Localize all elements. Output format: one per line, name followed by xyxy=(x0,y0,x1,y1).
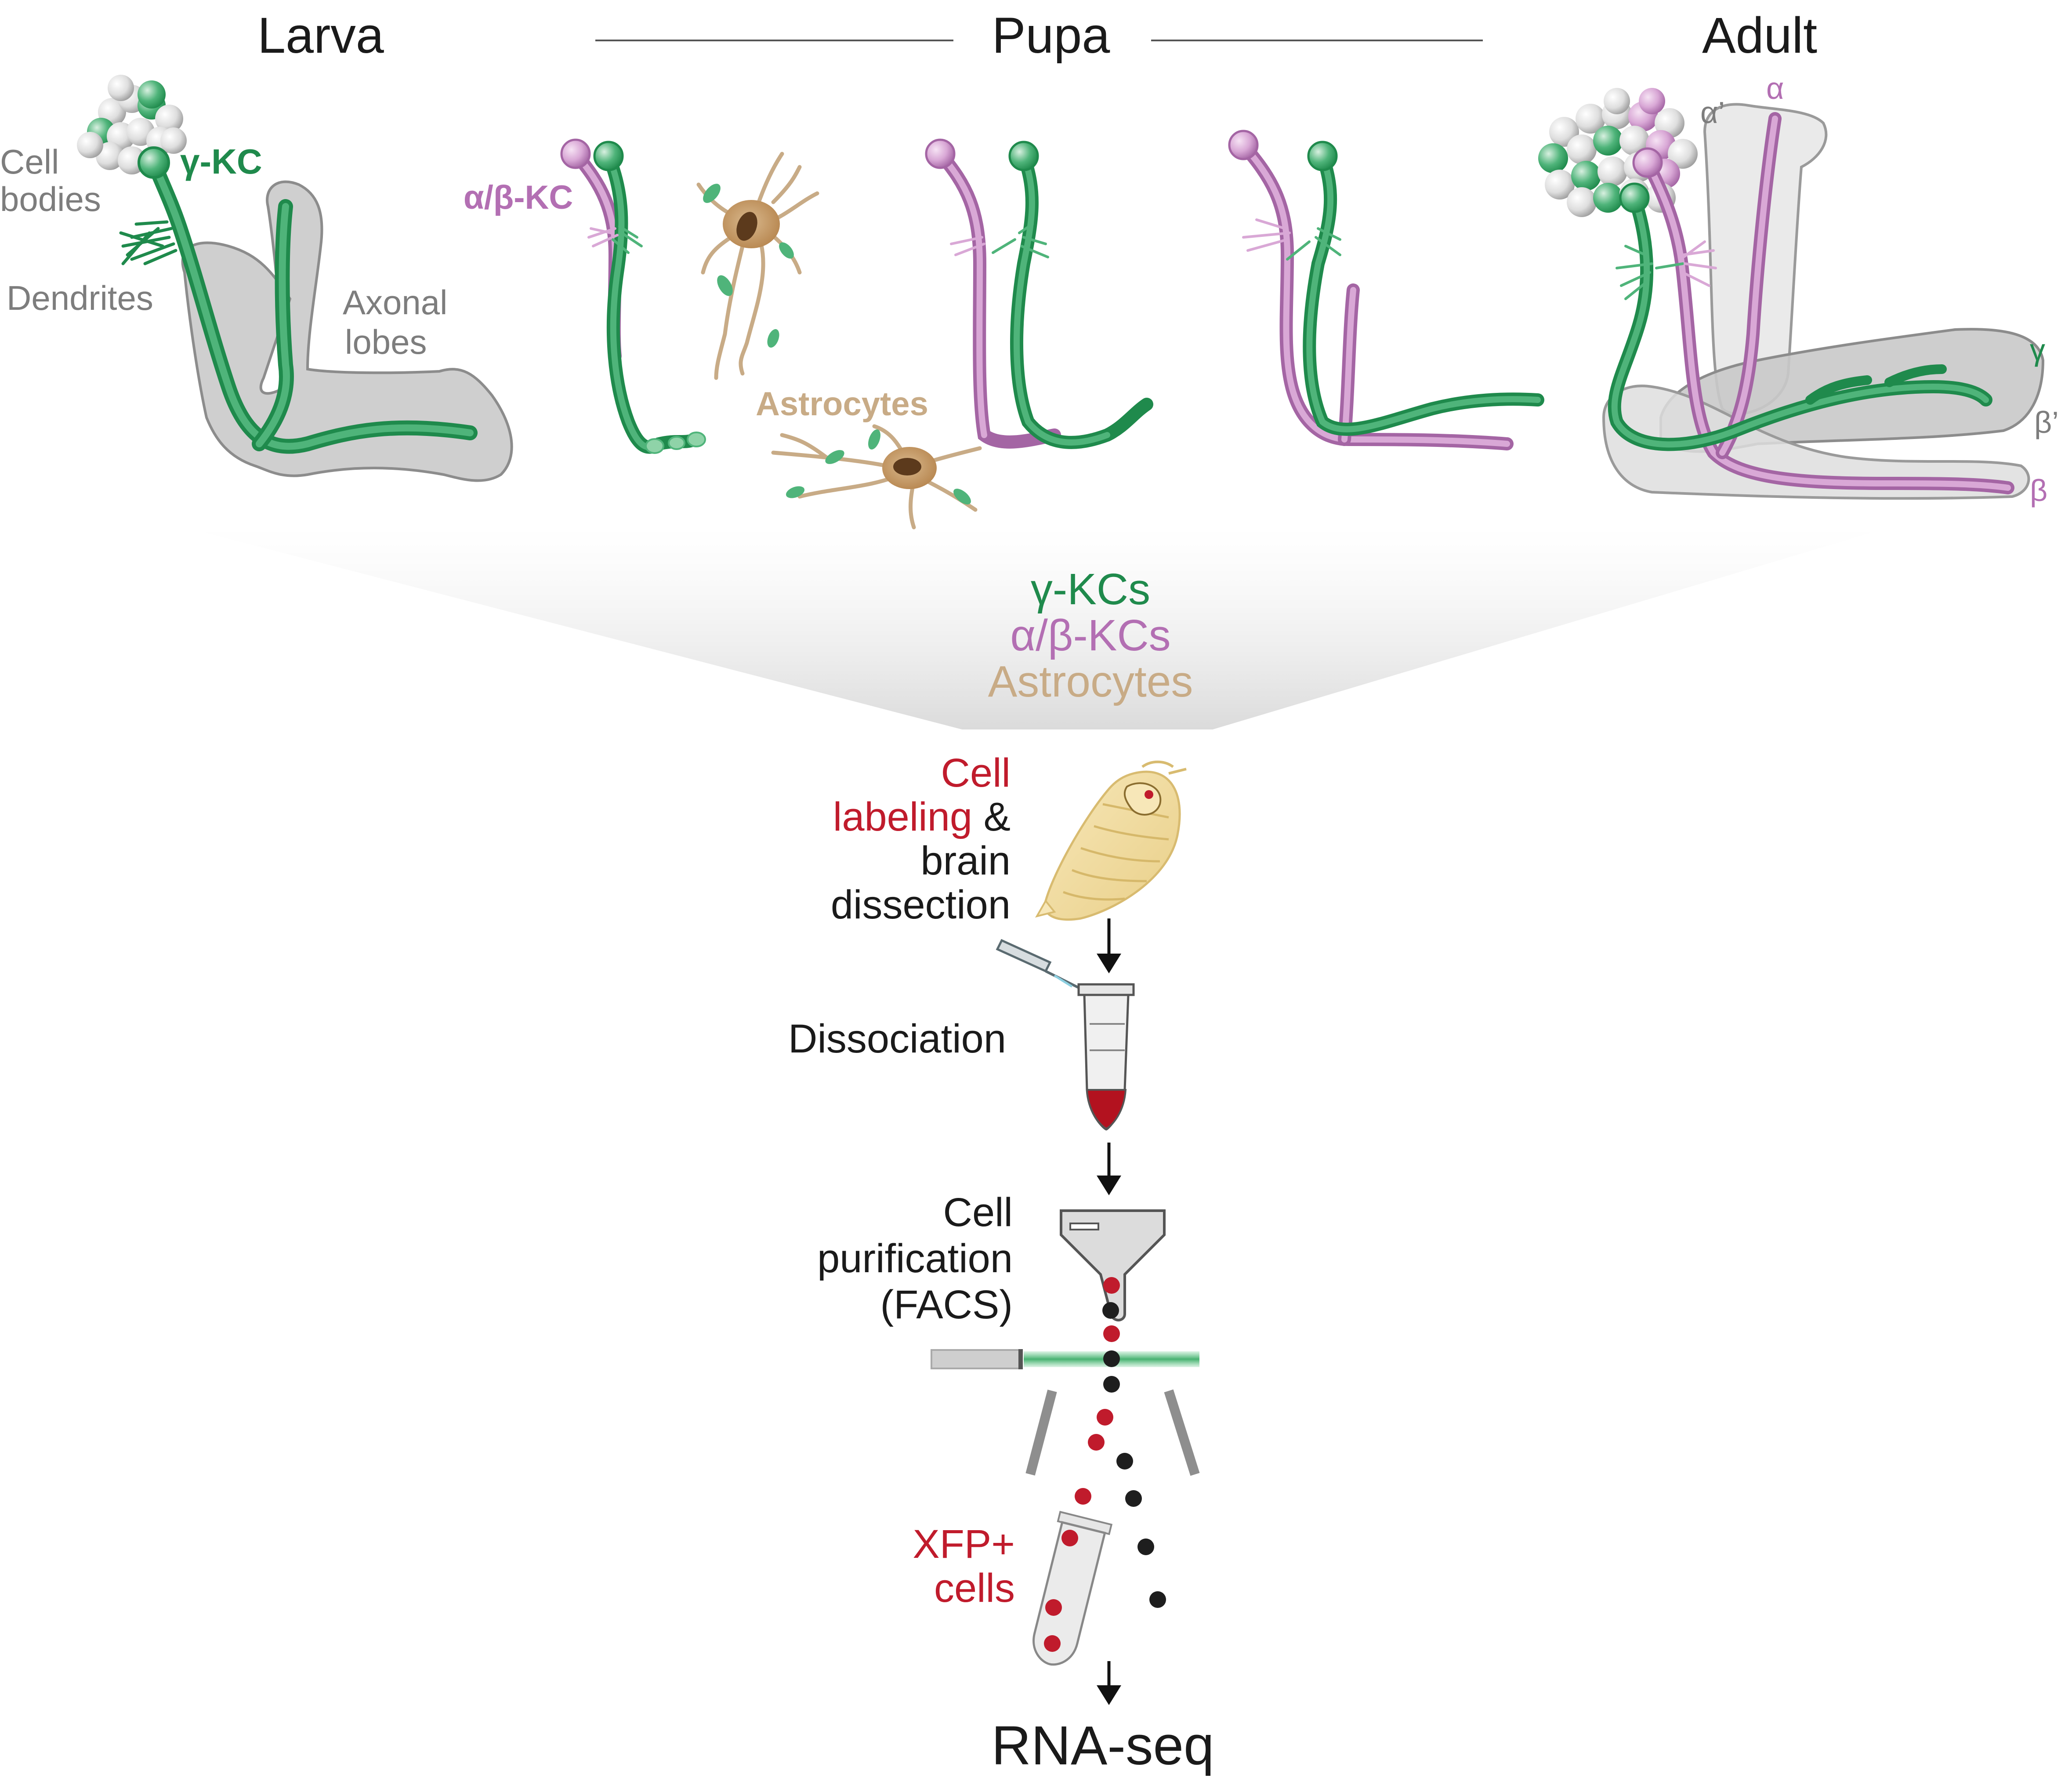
label-beta-prime: β’ xyxy=(2034,405,2059,439)
larva-panel: Cell bodies γ-KC Dendrites Axonal lobes xyxy=(0,75,513,482)
label-gamma-kc: γ-KC xyxy=(180,142,262,181)
astrocyte-lower xyxy=(771,424,982,530)
pupa-panel-1: α/β-KC xyxy=(464,138,982,530)
larva-gamma-axon-inner xyxy=(150,159,474,450)
cell-dot xyxy=(1103,1376,1120,1393)
cell-dot xyxy=(1116,1453,1133,1470)
pupa1-ab-soma xyxy=(560,138,591,169)
step-rnaseq: RNA-seq xyxy=(991,1715,1214,1776)
adult-panel: α’ α γ β’ β xyxy=(1538,71,2059,508)
step-labeling-l3: brain xyxy=(920,838,1011,883)
cell-dot xyxy=(1088,1434,1105,1451)
larva-brain-icon xyxy=(1123,782,1162,816)
step-purification-l2: purification xyxy=(817,1236,1013,1281)
cell-dot xyxy=(1102,1302,1119,1319)
cell-dot xyxy=(1103,1325,1120,1342)
cell-dot xyxy=(1075,1488,1091,1505)
collection-funnel xyxy=(185,527,1889,729)
step-labeling-l4: dissection xyxy=(831,882,1011,927)
label-cell-bodies-l2: bodies xyxy=(0,180,101,218)
larva-gamma-soma xyxy=(138,146,170,179)
adult-cell-body-cluster xyxy=(1538,88,1698,217)
adult-gamma-side-branch xyxy=(1805,364,1947,405)
cell-type-astro: Astrocytes xyxy=(988,657,1193,706)
step-dissociation: Dissociation xyxy=(788,1016,1006,1061)
arrow-1 xyxy=(1097,918,1121,973)
cell-type-gamma: γ-KCs xyxy=(1031,565,1150,614)
step-purification-l1: Cell xyxy=(943,1190,1013,1235)
cell-dot xyxy=(1137,1539,1154,1555)
label-axonal-l1: Axonal xyxy=(343,283,448,322)
tube-icon xyxy=(1077,983,1135,1131)
larva-dendrite-tuft xyxy=(119,220,177,265)
stage-title-larva: Larva xyxy=(257,7,384,64)
step-purification-l3: (FACS) xyxy=(880,1282,1013,1327)
cell-dot xyxy=(1103,1350,1120,1367)
cell-type-ab: α/β-KCs xyxy=(1010,611,1170,660)
label-astrocytes: Astrocytes xyxy=(756,385,928,423)
arrow-2 xyxy=(1097,1143,1121,1195)
label-alpha: α xyxy=(1766,71,1784,105)
larva-cell-body-cluster xyxy=(77,75,187,174)
cell-dot xyxy=(1149,1591,1166,1608)
step-xfp-l2: cells xyxy=(934,1566,1015,1611)
step-labeling-l1: Cell xyxy=(941,751,1011,795)
adult-beta-lobe xyxy=(1602,385,2030,500)
collection-tube-icon xyxy=(1032,1510,1113,1666)
adult-alpha-prime-lobe xyxy=(1703,103,1828,415)
pupa2-dendrite-tuft xyxy=(950,223,1049,258)
pupa3-dendrite-tuft xyxy=(1242,218,1341,261)
pupa-panel-3 xyxy=(1228,130,1544,450)
label-ab-kc: α/β-KC xyxy=(464,179,573,216)
step-labeling-l2-red: labeling xyxy=(833,795,972,839)
pupa1-gamma-soma xyxy=(593,141,624,171)
cell-dot xyxy=(1097,1409,1113,1426)
label-gamma-lobe: γ xyxy=(2030,333,2045,367)
arrow-3 xyxy=(1097,1661,1121,1705)
pupa-panel-2 xyxy=(925,138,1153,449)
label-alpha-prime: α’ xyxy=(1700,95,1725,130)
sort-plates xyxy=(1025,1389,1200,1476)
forceps-icon xyxy=(996,939,1082,990)
step-labeling-l2: labeling & xyxy=(833,795,1011,839)
cell-dot xyxy=(1125,1490,1142,1507)
cell-dot xyxy=(1103,1277,1120,1294)
label-axonal-l2: lobes xyxy=(345,323,427,361)
pupa1-dendrite-tuft xyxy=(587,225,643,254)
collected-cell-dot xyxy=(1044,1635,1061,1652)
label-beta: β xyxy=(2030,473,2047,508)
larva-axonal-lobes xyxy=(181,180,513,482)
adult-dendrite-tuft xyxy=(1616,240,1717,300)
collected-cell-dot xyxy=(1061,1530,1078,1546)
step-labeling-l2-amp: & xyxy=(972,795,1011,839)
pupa1-pruning-debris xyxy=(645,432,706,454)
stage-title-pupa: Pupa xyxy=(992,7,1110,64)
astrocyte-upper xyxy=(696,152,819,380)
cell-stream xyxy=(1075,1277,1166,1608)
larva-illustration xyxy=(1035,760,1187,921)
label-cell-bodies-l1: Cell xyxy=(0,142,59,181)
laser-beam xyxy=(931,1349,1199,1369)
pupa2-gamma-axon xyxy=(1010,149,1153,449)
stage-title-adult: Adult xyxy=(1702,7,1817,64)
label-dendrites: Dendrites xyxy=(7,279,153,317)
collected-cell-dot xyxy=(1045,1599,1062,1616)
step-xfp-l1: XFP+ xyxy=(913,1522,1015,1567)
